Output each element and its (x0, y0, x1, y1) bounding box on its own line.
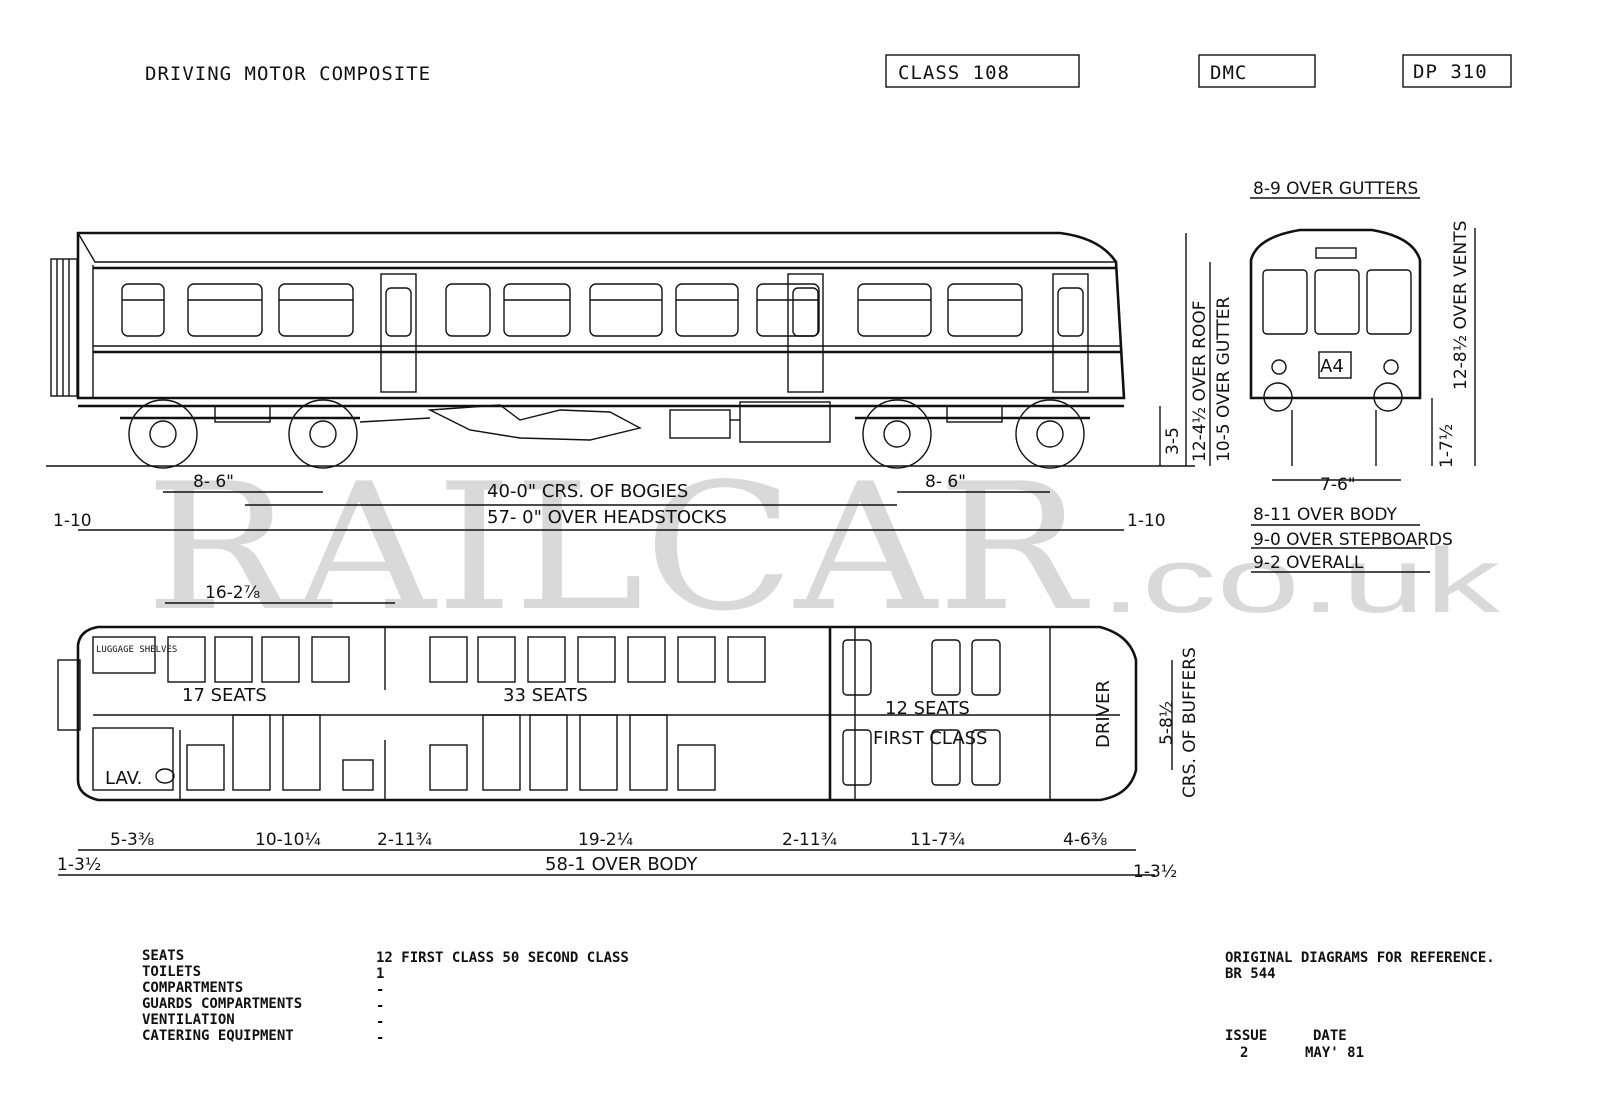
spec-value-catering: - (376, 1030, 384, 1046)
side-windows (121, 283, 1023, 337)
cab-window-right (1366, 269, 1412, 335)
plan-body-outline (76, 625, 1138, 802)
headcode-text: A4 (1320, 356, 1344, 377)
dim-4-6: 4-6⅜ (1063, 830, 1107, 850)
luggage-shelves (92, 636, 156, 674)
dim-2-11-left: 2-11¾ (377, 830, 432, 850)
issue-value: 2 (1240, 1045, 1248, 1061)
side-doors (380, 273, 1089, 393)
diagram-title: DRIVING MOTOR COMPOSITE (145, 63, 431, 85)
over-gutters-dim: 8-9 OVER GUTTERS (1253, 179, 1418, 199)
luggage-label: LUGGAGE SHELVES (96, 645, 177, 655)
spec-value-toilets: 1 (376, 966, 384, 982)
lav-label: LAV. (105, 768, 142, 789)
buffer-right (1373, 382, 1403, 412)
spec-label-toilets: TOILETS (142, 964, 201, 980)
spec-label-ventilation: VENTILATION (142, 1012, 235, 1028)
second-class-seating (167, 636, 766, 791)
spec-label-seats: SEATS (142, 948, 184, 964)
dim-19-2: 19-2¼ (578, 830, 633, 850)
cab-end-outline (1249, 228, 1422, 400)
driver-label: DRIVER (1093, 680, 1114, 748)
over-vents-dim: 12-8½ OVER VENTS (1451, 221, 1471, 390)
issue-block: ORIGINAL DIAGRAMS FOR REFERENCE. BR 544 … (1225, 950, 1495, 1061)
bogie-wheelbase-right: 8- 6" (925, 472, 966, 492)
carriage-body-outline (76, 231, 1126, 400)
diagram-number-box (1402, 54, 1512, 88)
date-label: DATE (1313, 1028, 1347, 1044)
reference-line-2: BR 544 (1225, 966, 1276, 982)
dim-10-10: 10-10¼ (255, 830, 321, 850)
gangway-plan (57, 659, 81, 731)
overhang-right-dim: 1-10 (1127, 511, 1166, 531)
dim-top-16-2: 16-2⅞ (205, 583, 260, 603)
track-gauge-dim: 7-6" (1320, 475, 1356, 495)
cab-window-left (1262, 269, 1308, 335)
spec-value-ventilation: - (376, 1014, 384, 1030)
first-class-label: FIRST CLASS (873, 728, 988, 749)
buffers-label: CRS. OF BUFFERS (1180, 647, 1200, 798)
end-elevation: 8-9 OVER GUTTERS A4 7-6" 8-11 OVER BODY … (1249, 179, 1476, 573)
spec-label-catering: CATERING EQUIPMENT (142, 1028, 294, 1044)
lavatory-basin (155, 768, 175, 784)
destination-blind (1315, 247, 1357, 259)
dim-11-7: 11-7¾ (910, 830, 965, 850)
plan-view: 16-2⅞ LUGGAGE SHELVES (57, 583, 1200, 882)
date-value: MAY' 81 (1305, 1045, 1364, 1061)
type-box-label: DMC (1210, 62, 1247, 84)
overall-width-dim: 9-2 OVERALL (1253, 553, 1364, 573)
bogie-wheelbase-left: 8- 6" (193, 472, 234, 492)
specification-table: SEATS TOILETS COMPARTMENTS GUARDS COMPAR… (142, 948, 629, 1046)
cab-window-centre (1314, 269, 1360, 335)
headcode-box (1318, 351, 1352, 379)
end-dim-left: 1-3½ (57, 855, 101, 875)
issue-label: ISSUE (1225, 1028, 1267, 1044)
over-body-end-dim: 8-11 OVER BODY (1253, 505, 1398, 525)
class-box (885, 54, 1080, 88)
spec-label-guards: GUARDS COMPARTMENTS (142, 996, 302, 1012)
reference-line-1: ORIGINAL DIAGRAMS FOR REFERENCE. (1225, 950, 1495, 966)
underframe-equipment (359, 401, 831, 443)
over-gutter-dim: 10-5 OVER GUTTER (1214, 297, 1234, 462)
side-elevation: 8- 6" 8- 6" 40-0" CRS. OF BOGIES 57- 0" … (46, 231, 1234, 531)
gangway-bellows (50, 258, 78, 397)
spec-value-guards: - (376, 998, 384, 1014)
buffer-left (1263, 382, 1293, 412)
over-stepboards-dim: 9-0 OVER STEPBOARDS (1253, 530, 1453, 550)
over-body-plan-dim: 58-1 OVER BODY (545, 854, 698, 875)
seats-12-label: 12 SEATS (885, 698, 970, 719)
dim-2-11-right: 2-11¾ (782, 830, 837, 850)
right-bogie (855, 399, 1090, 469)
seats-17-label: 17 SEATS (182, 685, 267, 706)
over-roof-dim: 12-4½ OVER ROOF (1190, 301, 1210, 462)
buffer-height-dim: 1-7½ (1437, 424, 1457, 468)
spec-value-seats: 12 FIRST CLASS 50 SECOND CLASS (376, 950, 629, 966)
marker-lamp-right (1383, 359, 1399, 375)
left-bogie (120, 399, 360, 469)
watermark-main: RAILCAR (145, 447, 1090, 650)
type-box (1198, 54, 1316, 88)
class-box-label: CLASS 108 (898, 62, 1010, 84)
first-class-seating (842, 639, 1001, 786)
watermark-suffix: .co.uk (1100, 530, 1502, 632)
dim-5-3: 5-3⅜ (110, 830, 154, 850)
marker-lamp-left (1271, 359, 1287, 375)
buffers-value: 5-8½ (1157, 701, 1177, 745)
seats-33-label: 33 SEATS (503, 685, 588, 706)
spec-label-compartments: COMPARTMENTS (142, 980, 243, 996)
over-headstocks-dim: 57- 0" OVER HEADSTOCKS (487, 507, 727, 528)
spec-value-compartments: - (376, 982, 384, 998)
end-dim-right: 1-3½ (1133, 862, 1177, 882)
lavatory (92, 727, 174, 791)
overhang-left-dim: 1-10 (53, 511, 92, 531)
headstock-height-dim: 3-5 (1163, 427, 1183, 455)
bogie-centres-dim: 40-0" CRS. OF BOGIES (487, 481, 688, 502)
diagram-number-label: DP 310 (1413, 61, 1488, 83)
